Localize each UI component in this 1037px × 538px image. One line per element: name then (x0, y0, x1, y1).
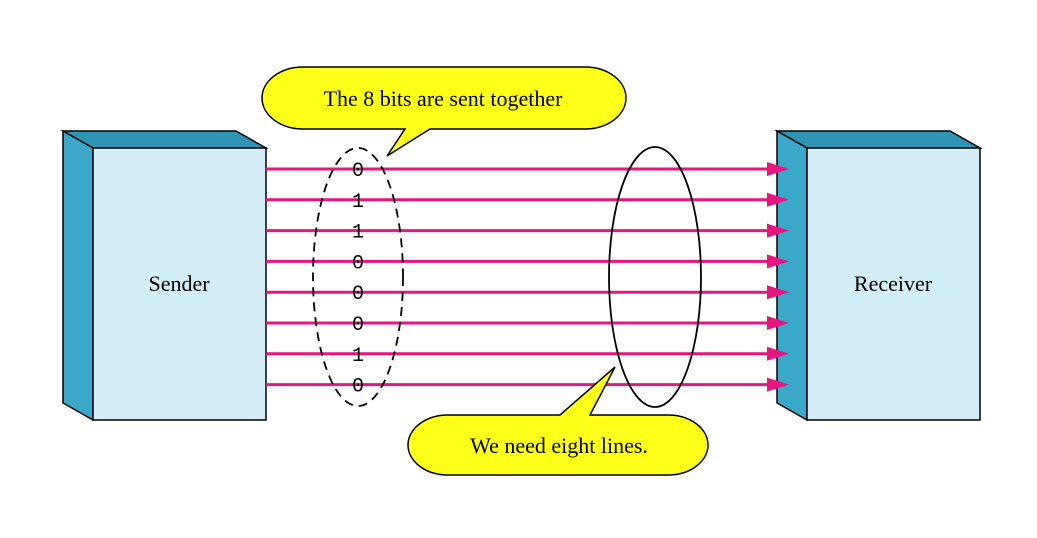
receiver-label: Receiver (854, 271, 933, 296)
callout-bottom-text: We need eight lines. (470, 433, 648, 458)
bit-value: 0 (352, 376, 364, 399)
arrowhead (767, 346, 789, 361)
bit-value: 0 (352, 314, 364, 337)
receiver-box-side (776, 129, 808, 422)
callout-bottom-bubble (407, 366, 709, 476)
bit-value: 0 (352, 283, 364, 306)
callout-top-bubble (261, 66, 627, 157)
transmission-lines (266, 162, 789, 392)
arrowhead (767, 254, 789, 269)
receiver-box-front (806, 147, 981, 421)
sender-box-front (92, 147, 267, 421)
receiver-box: Receiver (774, 129, 983, 422)
arrowhead (767, 316, 789, 330)
bit-value: 0 (352, 252, 364, 275)
callout-top-text: The 8 bits are sent together (324, 86, 564, 111)
lines-group-ellipse (608, 146, 702, 408)
bit-value: 1 (352, 191, 364, 214)
callout-top: The 8 bits are sent together (261, 66, 627, 157)
sender-box-side (62, 129, 94, 422)
sender-box: Sender (60, 129, 269, 422)
bit-value: 0 (352, 160, 364, 183)
sender-label: Sender (148, 271, 210, 296)
sender-box-top (60, 130, 269, 149)
bit-value: 1 (352, 345, 364, 368)
arrowhead (767, 223, 789, 238)
arrowhead (767, 162, 789, 176)
arrowhead (767, 377, 789, 392)
receiver-box-top (774, 130, 983, 149)
arrowhead (767, 285, 789, 300)
bits-group-ellipse (312, 147, 404, 407)
bit-values: 0 1 1 0 0 0 1 0 (352, 160, 364, 399)
arrowhead (767, 192, 789, 207)
bit-value: 1 (352, 222, 364, 245)
callout-bottom: We need eight lines. (407, 366, 709, 476)
